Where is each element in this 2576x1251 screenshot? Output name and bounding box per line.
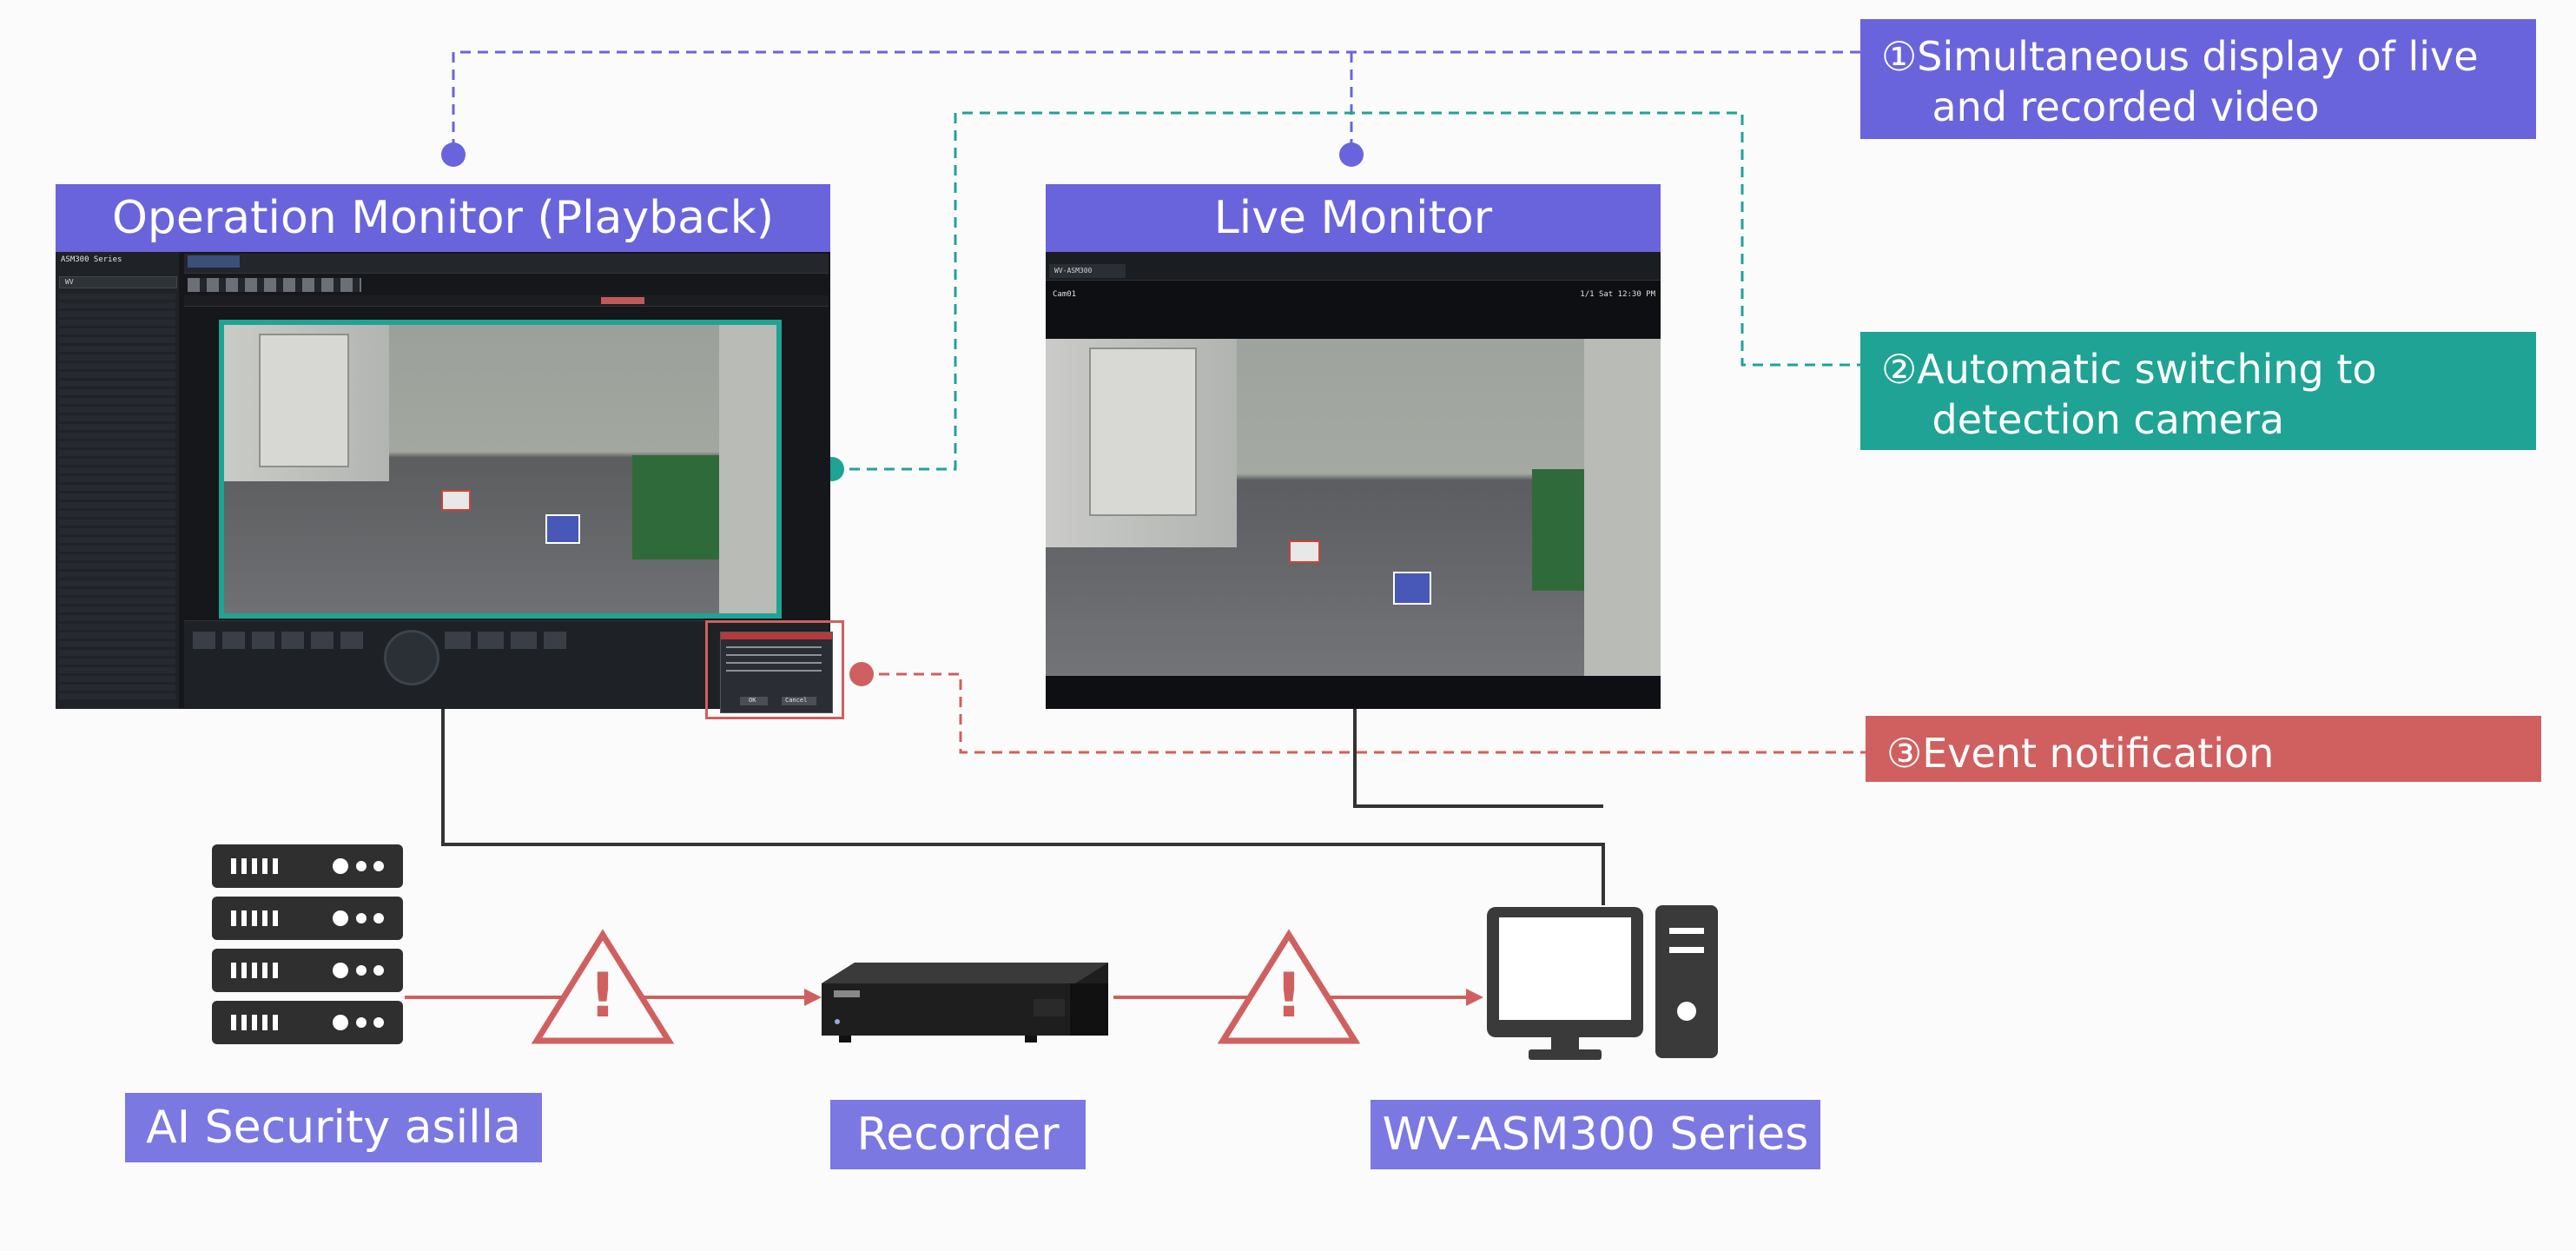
live-tab-bar: WV-ASM300 <box>1046 252 1661 281</box>
notification-cancel-button[interactable]: Cancel <box>782 697 816 705</box>
camera-label: Cam01 <box>1053 290 1077 299</box>
info-bar <box>184 295 829 307</box>
floor-marker <box>441 490 471 511</box>
ptz-dial[interactable] <box>384 630 439 685</box>
ai-security-label: AI Security asilla <box>125 1093 542 1162</box>
server-icon <box>212 844 403 1044</box>
warning-icon <box>1217 929 1361 1044</box>
event-connector <box>862 672 1866 754</box>
recorder-label: Recorder <box>830 1100 1086 1169</box>
warning-icon <box>531 929 675 1044</box>
live-recorded-connector <box>452 50 1860 153</box>
live-monitor-title: Live Monitor <box>1046 184 1661 252</box>
event-notification-popup[interactable]: OK Cancel <box>705 620 844 719</box>
connector-dot-playback <box>441 142 466 167</box>
connector-dot-event <box>849 662 874 686</box>
svg-text:!: ! <box>1275 960 1303 1031</box>
time-slider[interactable] <box>601 297 644 304</box>
svg-text:!: ! <box>589 960 617 1031</box>
callout-event-notification: ③Event notification <box>1866 716 2541 782</box>
network-cables <box>441 709 1605 905</box>
control-buttons[interactable] <box>445 632 566 649</box>
door <box>259 334 349 467</box>
detection-connector <box>832 111 1860 471</box>
sidebar-rows <box>59 294 175 702</box>
operation-monitor-screen: ASM300 Series WV <box>56 252 830 709</box>
sidebar: ASM300 Series WV <box>56 252 179 709</box>
right-wall <box>719 325 776 613</box>
live-header: Cam01 1/1 Sat 12:30 PM <box>1046 290 1661 302</box>
callout-simultaneous-display: ①Simultaneous display of live and record… <box>1860 19 2536 139</box>
floor-marker <box>545 514 580 544</box>
connector-dot-live <box>1339 142 1364 167</box>
playback-video[interactable] <box>219 320 782 619</box>
search-value: WV <box>65 278 74 286</box>
live-monitor-screen: WV-ASM300 Cam01 1/1 Sat 12:30 PM <box>1046 252 1661 709</box>
toolbar <box>184 254 829 274</box>
floor-marker <box>1393 572 1431 605</box>
floor-marker <box>1289 540 1320 563</box>
right-wall <box>1584 339 1661 676</box>
pc-icon <box>1487 905 1718 1060</box>
recorder-icon <box>822 963 1108 1042</box>
operation-monitor-title: Operation Monitor (Playback) <box>56 184 830 252</box>
control-buttons[interactable] <box>193 632 367 649</box>
timestamp: 1/1 Sat 12:30 PM <box>1580 290 1655 299</box>
notification-ok-button[interactable]: OK <box>740 697 768 705</box>
pc-label: WV-ASM300 Series <box>1371 1100 1820 1169</box>
callout-automatic-switching: ②Automatic switching to detection camera <box>1860 332 2536 450</box>
live-video[interactable] <box>1046 339 1661 676</box>
door <box>1089 348 1197 516</box>
toolbar-icons <box>188 278 361 292</box>
search-input[interactable]: WV <box>59 276 177 288</box>
app-name: ASM300 Series <box>61 255 122 264</box>
live-tab[interactable]: WV-ASM300 <box>1049 264 1126 278</box>
toolbar-tab[interactable] <box>188 255 240 268</box>
